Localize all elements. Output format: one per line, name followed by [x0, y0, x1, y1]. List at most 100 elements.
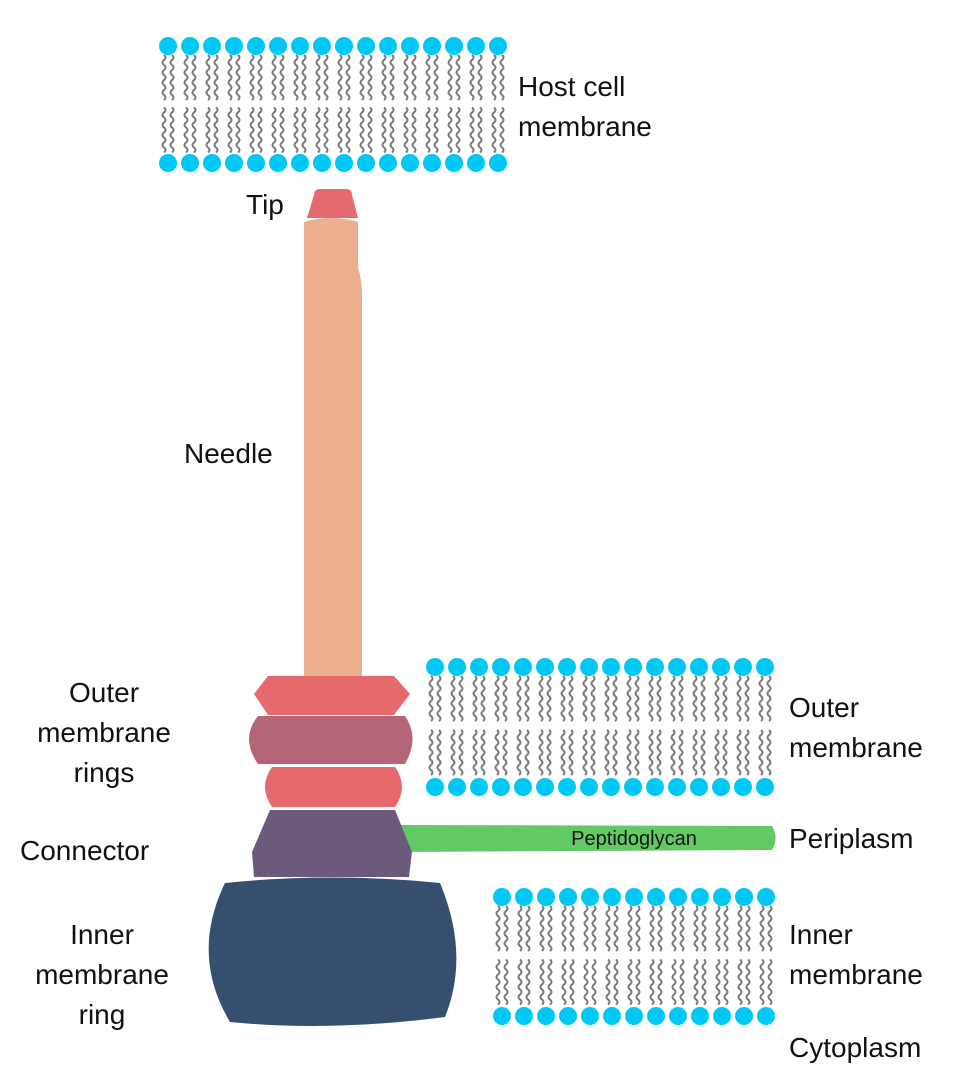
lipid-tail [759, 958, 765, 1006]
lipid-tail [524, 675, 530, 722]
lipid-head [690, 778, 708, 796]
lipid-head [668, 778, 686, 796]
lipid-head [203, 37, 221, 55]
lipid-tail [472, 675, 478, 722]
lipid-tail [433, 106, 439, 154]
lipid-head [757, 888, 775, 906]
lipid-tail [723, 958, 729, 1006]
lipid-head [713, 888, 731, 906]
lipid-head [401, 37, 419, 55]
lipid-tail [235, 54, 241, 101]
lipid-tail [635, 958, 641, 1006]
lipid-tail [458, 675, 464, 722]
lipid-tail [759, 905, 765, 952]
inner-membrane-ring-label-line-1: Inner [70, 919, 134, 950]
lipid-head [492, 778, 510, 796]
lipid-tail [495, 958, 501, 1006]
lipid-head [536, 658, 554, 676]
lipid-tail [389, 106, 395, 154]
tip-label: Tip [246, 189, 284, 220]
lipid-tail [635, 905, 641, 952]
lipid-head [581, 1007, 599, 1025]
lipid-tail [678, 675, 684, 722]
lipid-head [335, 37, 353, 55]
lipid-tail [766, 675, 772, 722]
lipid-tail [301, 54, 307, 101]
lipid-tail [678, 729, 684, 776]
lipid-tail [257, 106, 263, 154]
lipid-tail [590, 675, 596, 722]
host-cell-membrane-label-line-2: membrane [518, 111, 652, 142]
lipid-tail [433, 54, 439, 101]
lipid-tail [503, 905, 509, 952]
outer-membrane-label-line-2: membrane [789, 732, 923, 763]
host-cell-membrane-label-line-1: Host cell [518, 71, 625, 102]
lipid-tail [649, 958, 655, 1006]
lipid-tail [227, 54, 233, 101]
lipid-tail [169, 106, 175, 154]
lipid-head [492, 658, 510, 676]
lipid-tail [271, 54, 277, 101]
lipid-head [203, 154, 221, 172]
lipid-tail [583, 958, 589, 1006]
lipid-tail [767, 905, 773, 952]
lipid-tail [546, 675, 552, 722]
lipid-tail [455, 54, 461, 101]
lipid-tail [428, 729, 434, 776]
lipid-head [580, 658, 598, 676]
lipid-tail [469, 106, 475, 154]
lipid-head [712, 778, 730, 796]
lipid-tail [524, 729, 530, 776]
lipid-tail [359, 54, 365, 101]
outer-membrane-label-line-1: Outer [789, 692, 859, 723]
lipid-head [489, 37, 507, 55]
connector-shape [252, 810, 412, 877]
lipid-tail [693, 958, 699, 1006]
lipid-tail [605, 958, 611, 1006]
lipid-tail [679, 958, 685, 1006]
lipid-tail [480, 729, 486, 776]
lipid-head [181, 37, 199, 55]
lipid-tail [491, 54, 497, 101]
lipid-tail [648, 675, 654, 722]
lipid-tail [714, 729, 720, 776]
lipid-head [379, 154, 397, 172]
lipid-tail [249, 106, 255, 154]
lipid-tail [499, 54, 505, 101]
lipid-tail [458, 729, 464, 776]
lipid-head [401, 154, 419, 172]
lipid-tail [736, 675, 742, 722]
lipid-tail [656, 729, 662, 776]
lipid-tail [582, 675, 588, 722]
lipid-tail [345, 106, 351, 154]
lipid-head [291, 37, 309, 55]
lipid-tail [525, 905, 531, 952]
lipid-tail [323, 54, 329, 101]
lipid-tail [480, 675, 486, 722]
lipid-head [647, 1007, 665, 1025]
lipid-tail [337, 106, 343, 154]
inner-membrane-label-line-2: membrane [789, 959, 923, 990]
lipid-tail [671, 958, 677, 1006]
lipid-tail [517, 958, 523, 1006]
lipid-head [624, 778, 642, 796]
lipid-tail [649, 905, 655, 952]
lipid-tail [469, 54, 475, 101]
lipid-head [690, 658, 708, 676]
lipid-tail [539, 958, 545, 1006]
lipid-tail [436, 675, 442, 722]
lipid-tail [648, 729, 654, 776]
lipid-head [757, 1007, 775, 1025]
lipid-tail [715, 905, 721, 952]
needle-shape [304, 218, 362, 690]
lipid-head [625, 888, 643, 906]
lipid-tail [436, 729, 442, 776]
lipid-tail [546, 729, 552, 776]
lipid-tail [605, 905, 611, 952]
lipid-tail [745, 905, 751, 952]
lipid-tail [626, 675, 632, 722]
lipid-head [713, 1007, 731, 1025]
lipid-tail [359, 106, 365, 154]
lipid-head [735, 888, 753, 906]
